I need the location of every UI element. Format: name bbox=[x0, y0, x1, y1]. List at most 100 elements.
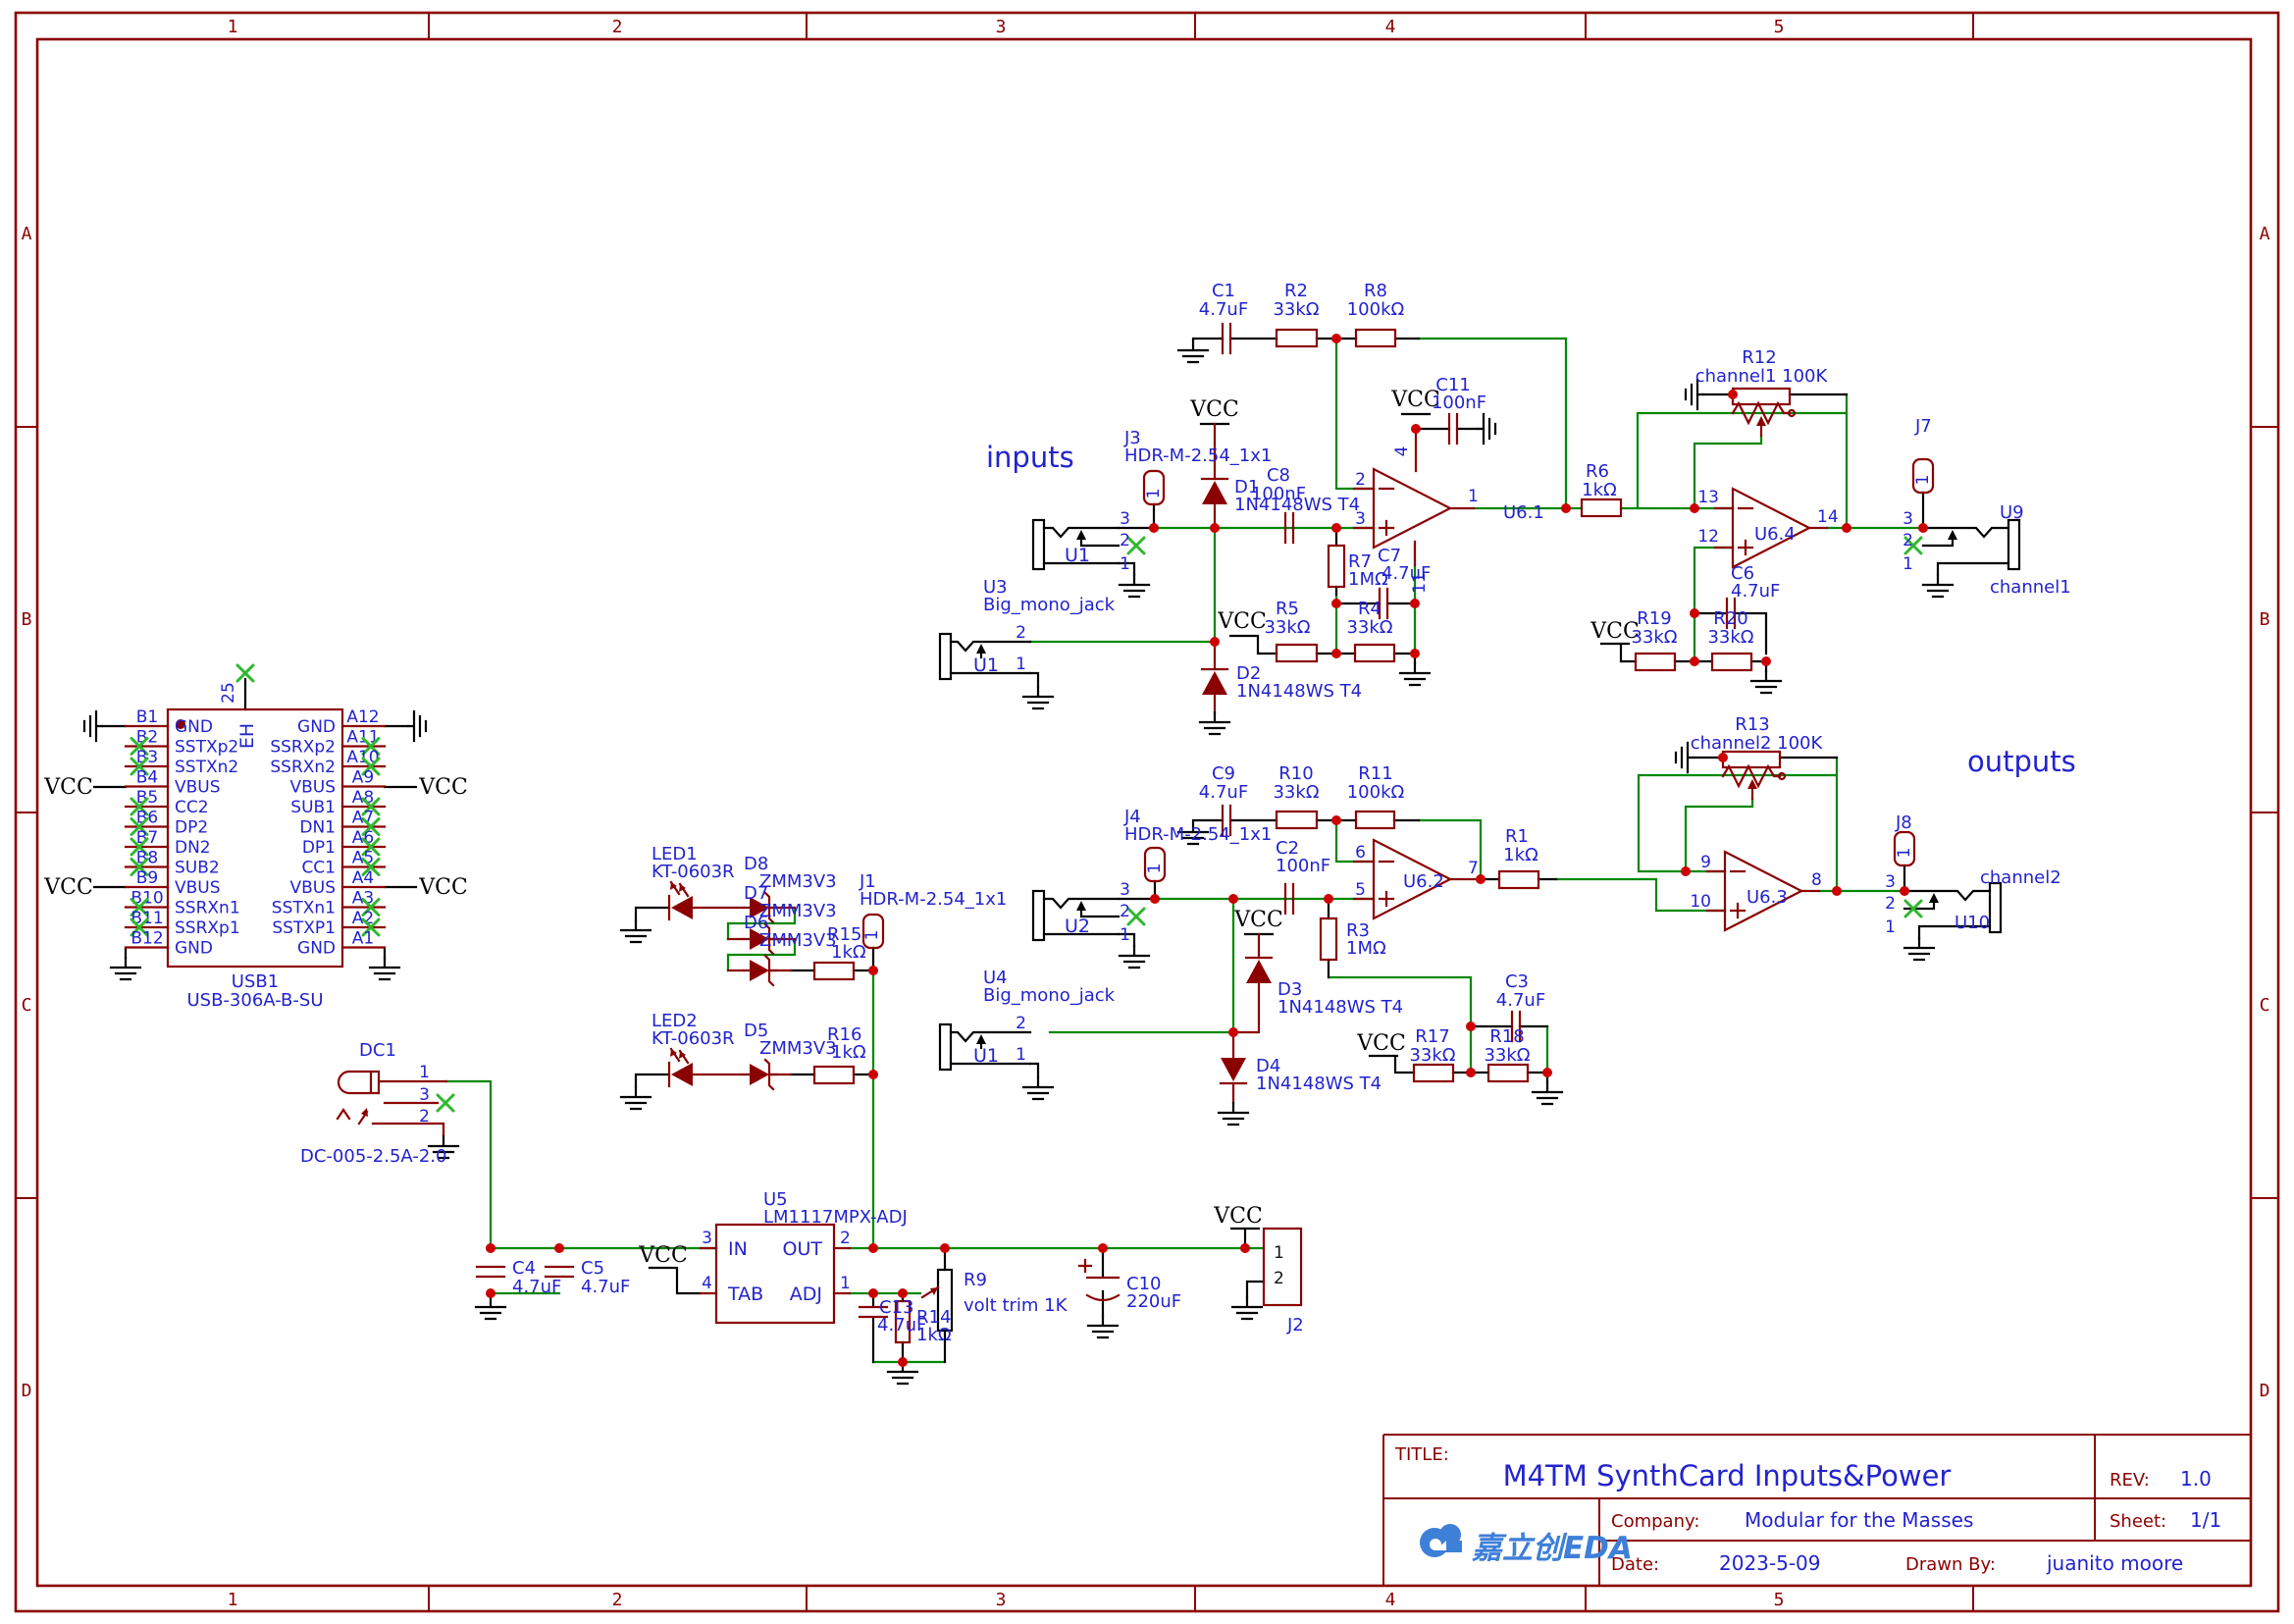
opamp-u6-1[interactable] bbox=[1352, 427, 1476, 567]
tb-title: M4TM SynthCard Inputs&Power bbox=[1503, 1459, 1952, 1493]
net-vcc-u5: VCC bbox=[638, 1243, 688, 1268]
jack-u9[interactable] bbox=[1921, 518, 2021, 577]
j2-pin2: 2 bbox=[1274, 1269, 1284, 1288]
usb-name-B8: SUB2 bbox=[175, 859, 220, 878]
usb-pin25-num: 25 bbox=[219, 682, 238, 704]
diode-d2[interactable] bbox=[1200, 640, 1229, 714]
r14-ref: R14 bbox=[916, 1307, 951, 1328]
d6-val: ZMM3V3 bbox=[759, 930, 837, 951]
u63-pin9: 9 bbox=[1700, 853, 1711, 872]
usb-vcc-a4: VCC bbox=[418, 875, 468, 900]
usb-name-B12: GND bbox=[175, 939, 213, 959]
u2jack-pin3: 3 bbox=[1120, 880, 1130, 900]
usb-name-A12: GND bbox=[297, 717, 336, 737]
capacitor-symbols bbox=[475, 322, 1737, 1319]
c7-val: 4.7uF bbox=[1382, 563, 1431, 584]
r17-ref: R17 bbox=[1415, 1026, 1449, 1047]
r10-ref: R10 bbox=[1278, 763, 1313, 784]
led1-val: KT-0603R bbox=[652, 862, 735, 882]
frame-col-top-1: 1 bbox=[228, 17, 238, 37]
r12-pot[interactable] bbox=[1731, 387, 1797, 438]
u9-pin1: 1 bbox=[1903, 554, 1913, 574]
j3-ref: J3 bbox=[1123, 428, 1141, 448]
d5-ref: D5 bbox=[744, 1021, 768, 1041]
net-vcc-r5: VCC bbox=[1217, 609, 1267, 634]
u5-regulator[interactable] bbox=[699, 1223, 852, 1325]
diode-d1[interactable] bbox=[1200, 422, 1229, 530]
dc1-barrel-jack[interactable] bbox=[336, 1070, 448, 1138]
r6-val: 1kΩ bbox=[1582, 480, 1617, 500]
diode-d3[interactable] bbox=[1231, 932, 1274, 1034]
frame-row-right-D: D bbox=[2260, 1381, 2270, 1401]
r9-ref: R9 bbox=[964, 1270, 987, 1290]
u4-ref: U4 bbox=[983, 968, 1008, 988]
dc1-pin3: 3 bbox=[419, 1085, 430, 1105]
u3-val: Big_mono_jack bbox=[983, 595, 1116, 615]
j4-pin1: 1 bbox=[1145, 864, 1165, 874]
usb-name-B7: DN2 bbox=[175, 838, 211, 858]
u5-adj: ADJ bbox=[790, 1283, 822, 1305]
j2-connector[interactable] bbox=[1262, 1227, 1303, 1307]
c2-ref: C2 bbox=[1276, 838, 1299, 859]
jlceda-logo bbox=[1420, 1524, 1462, 1557]
j1-pin1: 1 bbox=[862, 930, 882, 941]
r13-pot[interactable] bbox=[1721, 750, 1787, 801]
frame-col-bottom-5: 5 bbox=[1774, 1590, 1785, 1610]
opamp-u6-3[interactable] bbox=[1705, 850, 1821, 932]
r5-ref: R5 bbox=[1276, 599, 1299, 619]
j1-val: HDR-M-2.54_1x1 bbox=[860, 889, 1007, 910]
c8-ref: C8 bbox=[1267, 465, 1290, 486]
r18-val: 33kΩ bbox=[1484, 1045, 1530, 1066]
u62-pin6: 6 bbox=[1355, 843, 1366, 863]
led2[interactable] bbox=[667, 1047, 695, 1088]
r9-trimmer[interactable] bbox=[920, 1268, 954, 1333]
tb-sheet-label: Sheet: bbox=[2110, 1511, 2166, 1532]
u3-ref: U3 bbox=[983, 577, 1008, 598]
jacks[interactable] bbox=[938, 518, 2021, 1079]
dc1-pin1: 1 bbox=[419, 1063, 430, 1082]
frame-col-top-5: 5 bbox=[1774, 17, 1785, 37]
r3-ref: R3 bbox=[1346, 920, 1370, 941]
c10-polarized-cap[interactable] bbox=[1077, 1258, 1121, 1302]
resistor-boxes[interactable] bbox=[812, 328, 1753, 1344]
d2-val: 1N4148WS T4 bbox=[1236, 681, 1362, 702]
c13-ref: C13 bbox=[879, 1297, 913, 1318]
channel2-lbl: channel2 bbox=[1980, 867, 2061, 888]
frame-col-top-2: 2 bbox=[612, 17, 623, 37]
d1-ref: D1 bbox=[1234, 477, 1259, 498]
usb-name-A4: VBUS bbox=[289, 878, 336, 898]
frame-row-left-A: A bbox=[22, 224, 32, 244]
r17-val: 33kΩ bbox=[1409, 1045, 1455, 1066]
usb-vcc-b9: VCC bbox=[43, 875, 93, 900]
r15-ref: R15 bbox=[827, 924, 861, 945]
wires-black bbox=[92, 337, 1925, 1364]
u1jack-pin2: 2 bbox=[1120, 531, 1130, 550]
usb-vcc-a9: VCC bbox=[418, 775, 468, 800]
components[interactable] bbox=[166, 322, 1935, 1344]
r1-val: 1kΩ bbox=[1503, 845, 1538, 865]
r12-ref: R12 bbox=[1742, 347, 1776, 368]
u1jack-pin3: 3 bbox=[1120, 509, 1130, 529]
u10-pin3: 3 bbox=[1885, 872, 1896, 892]
u5-pin2: 2 bbox=[840, 1229, 851, 1248]
c13-val: 4.7uF bbox=[877, 1315, 926, 1336]
opamp-u6-4[interactable] bbox=[1713, 487, 1829, 569]
diode-d4[interactable] bbox=[1219, 1030, 1248, 1105]
r2-val: 33kΩ bbox=[1273, 299, 1319, 320]
led1[interactable] bbox=[667, 880, 695, 921]
c3-val: 4.7uF bbox=[1496, 990, 1545, 1011]
opamp-u6-2[interactable] bbox=[1352, 838, 1483, 920]
d7-val: ZMM3V3 bbox=[759, 901, 837, 921]
tb-date: 2023-5-09 bbox=[1719, 1551, 1821, 1575]
j8-pin1: 1 bbox=[1895, 848, 1914, 859]
r10-val: 33kΩ bbox=[1273, 782, 1319, 803]
u62-pin7: 7 bbox=[1468, 859, 1479, 878]
usb-connector[interactable] bbox=[166, 707, 344, 969]
u5-in: IN bbox=[728, 1238, 748, 1260]
u61-ref: U6.1 bbox=[1503, 502, 1544, 523]
u63-pin8: 8 bbox=[1811, 870, 1822, 890]
r19-val: 33kΩ bbox=[1631, 627, 1677, 648]
